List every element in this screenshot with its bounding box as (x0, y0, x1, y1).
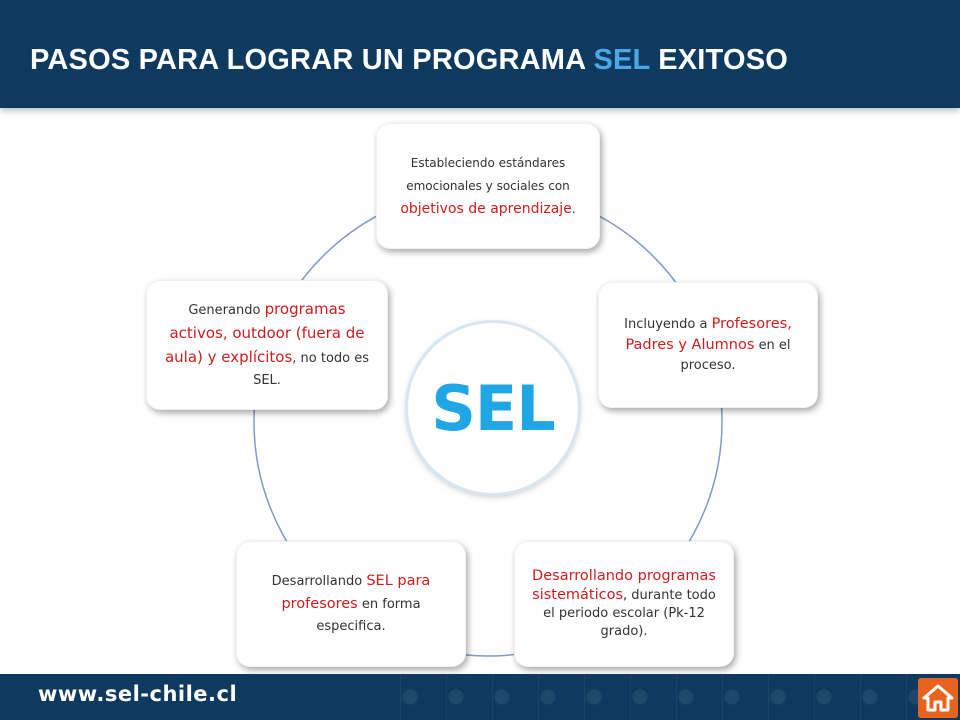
title-end: EXITOSO (658, 44, 789, 76)
step-teachers-plain: Desarrollando (271, 574, 363, 589)
step-teachers-end: en forma especifica. (316, 597, 421, 634)
step-standards-plain: Estableciendo estándares emocionales y s… (406, 155, 570, 193)
step-active-highlight: programas activos, outdoor (fuera de aul… (164, 300, 365, 366)
step-stakeholders-highlight: Profesores, Padres y Alumnos (625, 316, 792, 353)
step-box-standards: Estableciendo estándares emocionales y s… (376, 123, 600, 249)
title-highlight: SEL (593, 44, 650, 76)
step-teachers-highlight: SEL para profesores (281, 573, 431, 612)
step-stakeholders-plain: Incluyendo a (624, 317, 708, 332)
step-box-systematic: Desarrollando programas sistemáticos, du… (514, 541, 734, 667)
step-box-stakeholders: Incluyendo a Profesores, Padres y Alumno… (598, 282, 818, 408)
step-text-stakeholders: Incluyendo a Profesores, Padres y Alumno… (612, 314, 804, 376)
step-stakeholders-end: en el proceso. (680, 338, 791, 373)
step-systematic-end: , durante todo el periodo escolar (Pk-12… (543, 588, 716, 639)
footer-bar: www.sel-chile.cl (0, 674, 960, 720)
footer-url: www.sel-chile.cl (38, 682, 238, 706)
page-title: PASOS PARA LOGRAR UN PROGRAMA SEL EXITOS… (30, 44, 788, 77)
step-text-teachers: Desarrollando SEL para profesores en for… (250, 570, 452, 638)
step-text-active-programs: Generando programas activos, outdoor (fu… (160, 298, 374, 392)
step-standards-end: . (571, 201, 576, 216)
header-bar: PASOS PARA LOGRAR UN PROGRAMA SEL EXITOS… (0, 0, 960, 108)
center-sel-label: SEL (431, 371, 556, 445)
step-text-standards: Estableciendo estándares emocionales y s… (390, 152, 586, 221)
home-icon (922, 684, 954, 712)
center-sel-circle: SEL (408, 323, 578, 493)
title-main: PASOS PARA LOGRAR UN PROGRAMA (30, 44, 586, 76)
step-standards-highlight: objetivos de aprendizaje (400, 200, 572, 217)
home-button[interactable] (918, 678, 958, 718)
step-active-end: , no todo es SEL. (253, 351, 370, 388)
step-text-systematic: Desarrollando programas sistemáticos, du… (528, 567, 720, 641)
footer-puzzle-pattern (400, 674, 920, 720)
step-active-plain: Generando (188, 303, 261, 318)
step-box-active-programs: Generando programas activos, outdoor (fu… (146, 280, 388, 410)
step-systematic-highlight: Desarrollando programas sistemáticos (532, 568, 716, 603)
step-box-teachers: Desarrollando SEL para profesores en for… (236, 541, 466, 667)
